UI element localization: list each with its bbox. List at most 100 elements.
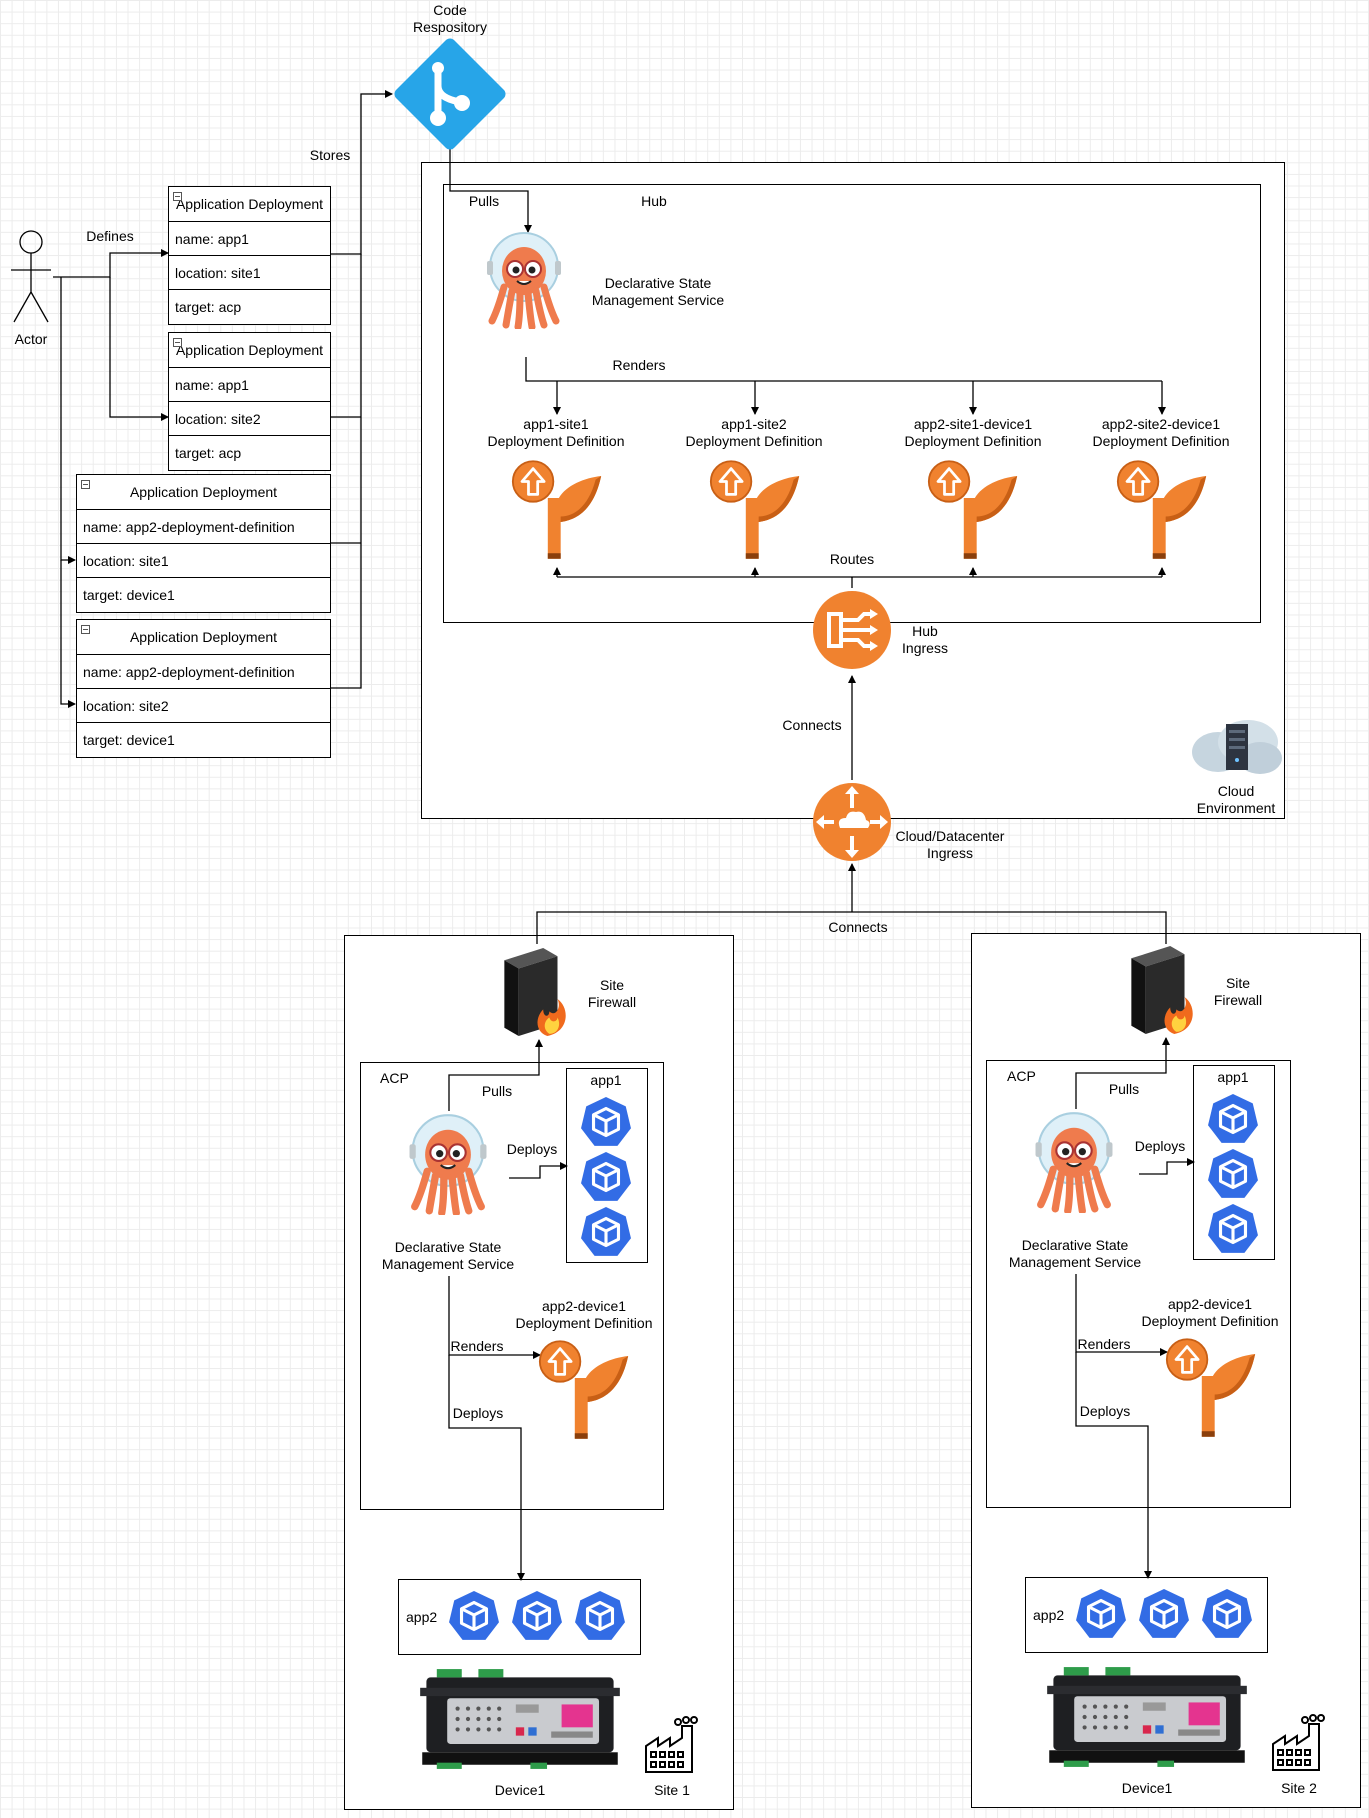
app-deployment-card-3[interactable]: Application Deployment name: app2-deploy… bbox=[76, 474, 331, 613]
deployment-definition-icon[interactable] bbox=[1116, 452, 1208, 568]
deployment-definition-icon[interactable] bbox=[511, 452, 603, 568]
argo-octopus-icon[interactable] bbox=[1022, 1109, 1126, 1213]
actor-figure bbox=[11, 230, 51, 323]
edge-device-icon[interactable] bbox=[416, 1665, 624, 1773]
site2-app1-label: app1 bbox=[1217, 1069, 1249, 1085]
site2-acp-label: ACP bbox=[1007, 1068, 1036, 1084]
collapse-icon[interactable] bbox=[81, 625, 90, 634]
kubernetes-pod-icon[interactable] bbox=[574, 1590, 626, 1642]
repo-label-line1: Code bbox=[433, 2, 467, 18]
hub-definition-label: app1-site1 bbox=[523, 416, 589, 432]
edge-label-site1-pulls: Pulls bbox=[481, 1083, 513, 1099]
card-title: Application Deployment bbox=[129, 629, 278, 645]
site1-label: Site 1 bbox=[654, 1782, 690, 1798]
hub-service-label-line2: Management Service bbox=[591, 292, 725, 308]
argo-octopus-icon[interactable] bbox=[396, 1111, 500, 1215]
edge-label-connects-upper: Connects bbox=[782, 717, 842, 733]
hub-definition-label: app2-site2-device1 bbox=[1101, 416, 1221, 432]
hub-label: Hub bbox=[641, 193, 667, 209]
site1-service-label-line1: Declarative State bbox=[394, 1239, 502, 1255]
edge-label-site2-deploys-app2: Deploys bbox=[1079, 1403, 1131, 1419]
card-field-target: target: acp bbox=[169, 289, 330, 323]
kubernetes-pod-icon[interactable] bbox=[1207, 1148, 1259, 1200]
kubernetes-pod-icon[interactable] bbox=[1075, 1588, 1127, 1640]
site1-firewall-label-line1: Site bbox=[599, 977, 625, 993]
cloud-server-icon bbox=[1192, 720, 1282, 774]
card-field-name: name: app2-deployment-definition bbox=[77, 509, 330, 543]
datacenter-ingress-label-line2: Ingress bbox=[927, 845, 973, 861]
kubernetes-pod-icon[interactable] bbox=[511, 1590, 563, 1642]
hub-ingress-label-line2: Ingress bbox=[902, 640, 948, 656]
edge-label-renders: Renders bbox=[612, 357, 666, 373]
card-field-name: name: app1 bbox=[169, 367, 330, 401]
site1-definition-label-line1: app2-device1 bbox=[541, 1298, 627, 1314]
git-repository-icon[interactable] bbox=[392, 36, 508, 152]
site2-device-label: Device1 bbox=[1121, 1780, 1173, 1796]
app-deployment-card-4[interactable]: Application Deployment name: app2-deploy… bbox=[76, 619, 331, 758]
kubernetes-pod-icon[interactable] bbox=[1138, 1588, 1190, 1640]
edge-label-site1-deploys-app2: Deploys bbox=[452, 1405, 504, 1421]
firewall-icon[interactable] bbox=[498, 946, 570, 1038]
deployment-definition-icon[interactable] bbox=[1165, 1330, 1257, 1446]
app-deployment-card-1[interactable]: Application Deployment name: app1 locati… bbox=[168, 186, 331, 325]
site1-definition-label-line2: Deployment Definition bbox=[515, 1315, 653, 1331]
kubernetes-pod-icon[interactable] bbox=[1207, 1203, 1259, 1255]
site1-acp-label: ACP bbox=[380, 1070, 409, 1086]
kubernetes-pod-icon[interactable] bbox=[448, 1590, 500, 1642]
edge-label-site1-deploys-app1: Deploys bbox=[506, 1141, 558, 1157]
argo-octopus-icon[interactable] bbox=[474, 229, 574, 329]
load-balancer-icon[interactable] bbox=[812, 590, 892, 670]
site2-label: Site 2 bbox=[1281, 1780, 1317, 1796]
edge-label-connects-lower: Connects bbox=[828, 919, 888, 935]
deployment-definition-icon[interactable] bbox=[538, 1332, 630, 1448]
hub-definition-label: Deployment Definition bbox=[685, 433, 823, 449]
edge-label-pulls: Pulls bbox=[468, 193, 500, 209]
edge-label-site2-deploys-app1: Deploys bbox=[1134, 1138, 1186, 1154]
firewall-icon[interactable] bbox=[1125, 944, 1197, 1036]
cloud-environment-label-line2: Environment bbox=[1196, 800, 1276, 816]
kubernetes-pod-icon[interactable] bbox=[580, 1151, 632, 1203]
card-field-name: name: app1 bbox=[169, 221, 330, 255]
card-field-location: location: site1 bbox=[77, 543, 330, 577]
kubernetes-pod-icon[interactable] bbox=[580, 1206, 632, 1258]
actor-label: Actor bbox=[14, 331, 48, 347]
site1-app1-label: app1 bbox=[590, 1072, 622, 1088]
edge-label-defines: Defines bbox=[86, 228, 134, 244]
deployment-definition-icon[interactable] bbox=[709, 452, 801, 568]
hub-ingress-label-line1: Hub bbox=[912, 623, 938, 639]
edge-label-site2-renders: Renders bbox=[1077, 1336, 1131, 1352]
kubernetes-pod-icon[interactable] bbox=[580, 1096, 632, 1148]
edge-device-icon[interactable] bbox=[1043, 1663, 1251, 1771]
site2-firewall-label-line1: Site bbox=[1225, 975, 1251, 991]
datacenter-ingress-label-line1: Cloud/Datacenter bbox=[895, 828, 1005, 844]
cloud-environment-label-line1: Cloud bbox=[1217, 783, 1255, 799]
collapse-icon[interactable] bbox=[173, 192, 182, 201]
edge-label-site1-renders: Renders bbox=[450, 1338, 504, 1354]
card-field-location: location: site2 bbox=[77, 688, 330, 722]
app-deployment-card-2[interactable]: Application Deployment name: app1 locati… bbox=[168, 332, 331, 471]
site2-definition-label-line2: Deployment Definition bbox=[1141, 1313, 1279, 1329]
site1-service-label-line2: Management Service bbox=[381, 1256, 515, 1272]
card-title: Application Deployment bbox=[175, 196, 324, 212]
card-field-name: name: app2-deployment-definition bbox=[77, 654, 330, 688]
card-title: Application Deployment bbox=[129, 484, 278, 500]
kubernetes-pod-icon[interactable] bbox=[1207, 1093, 1259, 1145]
site2-service-label-line1: Declarative State bbox=[1021, 1237, 1129, 1253]
router-icon[interactable] bbox=[812, 780, 892, 864]
deployment-definition-icon[interactable] bbox=[927, 452, 1019, 568]
kubernetes-pod-icon[interactable] bbox=[1201, 1588, 1253, 1640]
site2-definition-label-line1: app2-device1 bbox=[1167, 1296, 1253, 1312]
site1-device-label: Device1 bbox=[494, 1782, 546, 1798]
hub-definition-label: app2-site1-device1 bbox=[913, 416, 1033, 432]
collapse-icon[interactable] bbox=[81, 480, 90, 489]
card-field-location: location: site1 bbox=[169, 255, 330, 289]
factory-icon bbox=[1269, 1714, 1329, 1774]
edge-label-site2-pulls: Pulls bbox=[1108, 1081, 1140, 1097]
site2-service-label-line2: Management Service bbox=[1008, 1254, 1142, 1270]
collapse-icon[interactable] bbox=[173, 338, 182, 347]
hub-definition-label: Deployment Definition bbox=[1092, 433, 1230, 449]
factory-icon bbox=[642, 1716, 702, 1776]
site1-firewall-label-line2: Firewall bbox=[587, 994, 637, 1010]
site2-firewall-label-line2: Firewall bbox=[1213, 992, 1263, 1008]
